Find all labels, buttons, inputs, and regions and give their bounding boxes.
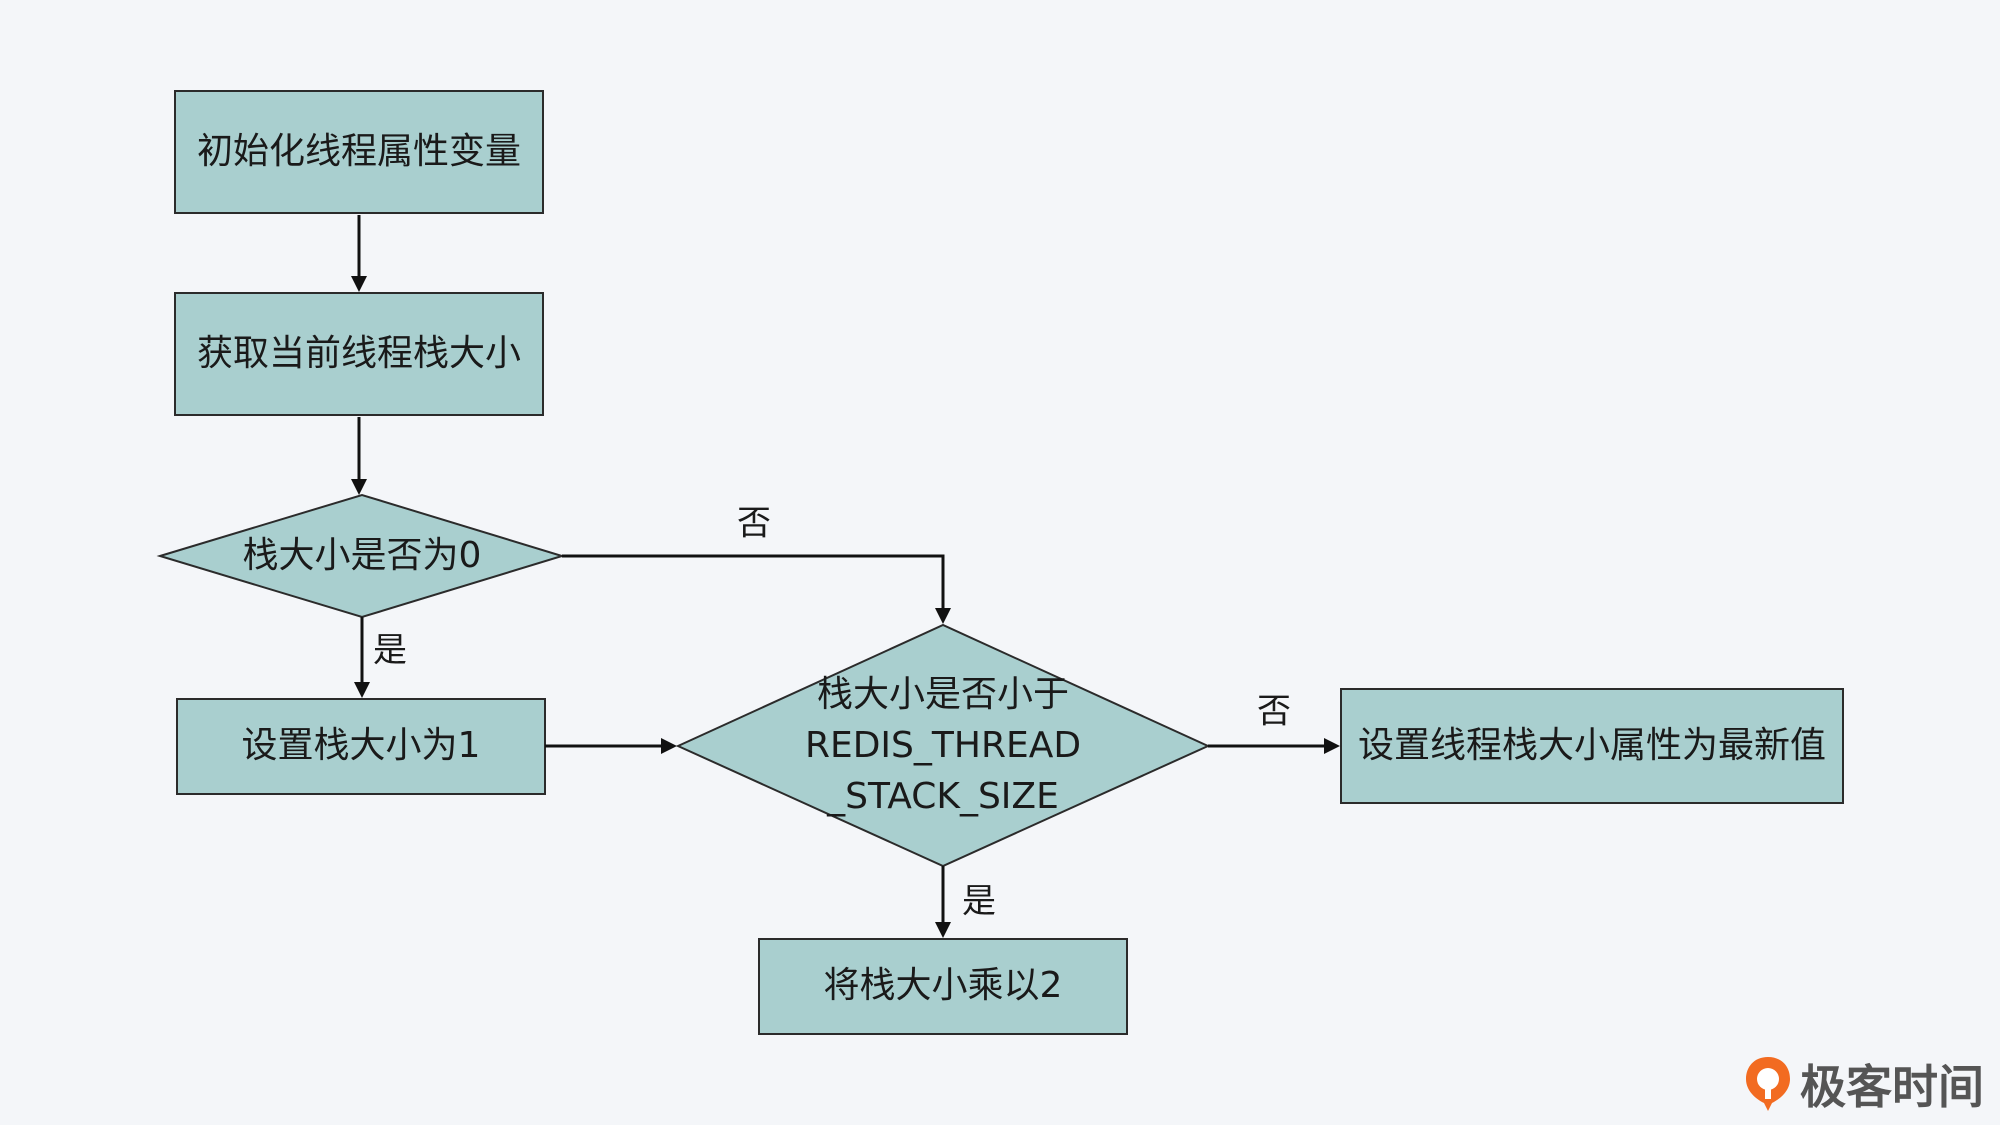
node-init-label: 初始化线程属性变量 <box>197 131 521 172</box>
node-get-size-box <box>174 292 544 416</box>
node-is-less-label-line2: REDIS_THREAD <box>805 725 1081 766</box>
brand-name: 极客时间 <box>1800 1060 1984 1114</box>
node-set-attr-box <box>1340 688 1844 804</box>
edge-label-zero-no: 否 <box>737 504 771 544</box>
arrowhead-get-size <box>351 276 367 292</box>
arrowhead-set-attr <box>1324 738 1340 754</box>
node-init-box <box>174 90 544 214</box>
edge-label-less-no: 否 <box>1257 692 1291 732</box>
edge-label-zero-yes: 是 <box>373 631 407 671</box>
node-set-one-box <box>176 698 546 795</box>
node-double-box <box>758 938 1128 1035</box>
arrowhead-double <box>935 922 951 938</box>
node-get-size-label: 获取当前线程栈大小 <box>197 333 521 374</box>
node-is-less-label-line1: 栈大小是否小于 <box>817 674 1069 715</box>
arrowhead-is-zero <box>351 479 367 495</box>
edge-is-zero-no <box>562 554 945 610</box>
node-is-less-label-line3: _STACK_SIZE <box>826 776 1059 817</box>
arrowhead-is-less-left <box>661 738 677 754</box>
node-set-one-label: 设置栈大小为1 <box>242 725 481 766</box>
arrowhead-set-one <box>354 682 370 698</box>
brand-mark-icon <box>1746 1057 1790 1111</box>
edge-label-less-yes: 是 <box>962 882 996 922</box>
brand-logo: 极客时间 <box>1744 1051 1984 1117</box>
node-is-zero-label: 栈大小是否为0 <box>243 535 482 576</box>
arrowhead-is-less-top <box>935 608 951 624</box>
node-set-attr-label: 设置线程栈大小属性为最新值 <box>1358 725 1826 766</box>
node-double-label: 将栈大小乘以2 <box>824 965 1063 1006</box>
